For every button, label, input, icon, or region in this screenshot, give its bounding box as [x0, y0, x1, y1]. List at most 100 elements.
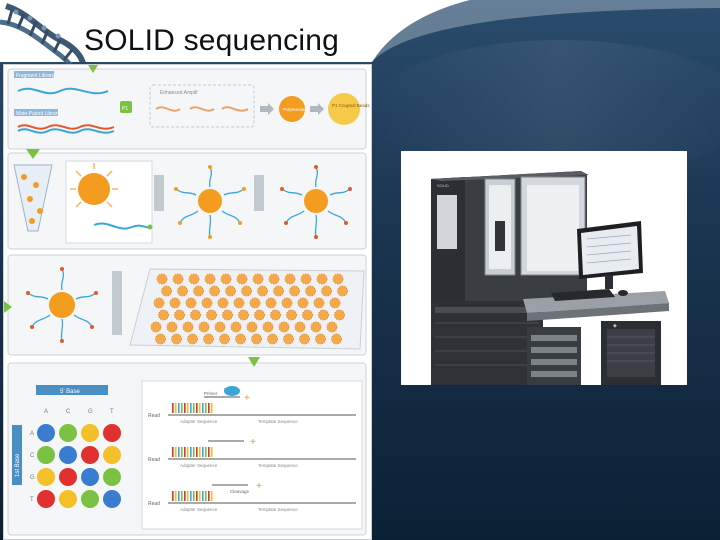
grid-color-dot — [81, 468, 99, 486]
array-bead — [169, 297, 181, 309]
array-bead — [185, 297, 197, 309]
grid-col-label: C — [66, 409, 71, 415]
grid-color-dot — [59, 424, 77, 442]
grid-color-dot — [59, 446, 77, 464]
read-tick — [199, 491, 201, 501]
array-bead — [241, 285, 252, 297]
array-bead — [201, 297, 213, 309]
read-tick — [208, 491, 210, 501]
read-tick — [193, 447, 195, 457]
polymerase-label: Polymerase — [283, 107, 307, 112]
array-bead — [331, 333, 342, 345]
read-tick — [202, 447, 204, 457]
array-bead — [251, 333, 262, 345]
array-bead — [219, 333, 230, 345]
read-tick — [181, 491, 183, 501]
read-tick — [193, 403, 195, 413]
array-bead — [297, 297, 309, 309]
read-tick — [208, 403, 210, 413]
cleavage-label: Cleavage — [230, 489, 250, 494]
read-tick — [175, 447, 177, 457]
read-tick — [211, 491, 213, 501]
read-tick — [202, 491, 204, 501]
read-tick — [187, 403, 189, 413]
primer-label: Primer — [204, 391, 218, 396]
read-tick — [199, 447, 201, 457]
grid-col-label: G — [88, 409, 93, 415]
read-tick — [175, 491, 177, 501]
read-tick — [196, 403, 198, 413]
array-bead — [150, 321, 162, 333]
array-bead — [286, 309, 297, 321]
array-bead — [315, 333, 326, 345]
read-tick — [205, 447, 207, 457]
read-tick — [196, 491, 198, 501]
probe-star-icon: + — [256, 481, 262, 492]
grid-color-dot — [81, 446, 99, 464]
array-bead — [214, 321, 226, 333]
step-tab: 5' Base — [60, 389, 80, 395]
array-bead — [249, 297, 261, 309]
array-bead — [190, 309, 201, 321]
read-tick — [187, 447, 189, 457]
beads-label: P1 Coupled Beads — [332, 103, 370, 108]
array-bead — [326, 321, 338, 333]
array-bead — [174, 309, 185, 321]
read-tick — [211, 447, 213, 457]
adapter-label: Enhanced Amplif — [160, 90, 198, 96]
array-bead — [156, 273, 168, 285]
array-bead — [217, 297, 229, 309]
array-bead — [254, 309, 265, 321]
array-bead — [332, 273, 344, 285]
bead-cluster-1 — [174, 165, 246, 239]
read-label: Read — [148, 501, 160, 507]
probe-star-icon: + — [250, 437, 256, 448]
array-bead — [337, 285, 348, 297]
grid-color-dot — [59, 468, 77, 486]
array-bead — [182, 321, 194, 333]
read-tick — [199, 403, 201, 413]
array-bead — [235, 333, 246, 345]
grid-color-dot — [103, 446, 121, 464]
array-bead — [321, 285, 332, 297]
template-seq-label: Template Sequence — [258, 463, 298, 468]
array-bead — [284, 273, 296, 285]
array-bead — [177, 285, 188, 297]
solid-workflow-figure: Fragment Library Mate-Paired Library P1 … — [3, 64, 372, 540]
array-bead — [281, 297, 293, 309]
array-bead — [236, 273, 248, 285]
array-bead — [161, 285, 172, 297]
array-bead — [233, 297, 245, 309]
read-tick — [178, 447, 180, 457]
template-seq-label: Template Sequence — [258, 507, 298, 512]
read-tick — [184, 403, 186, 413]
read-tick — [190, 447, 192, 457]
array-bead — [289, 285, 300, 297]
grid-col-label: T — [110, 409, 114, 415]
bead-cluster-3 — [26, 267, 98, 343]
array-bead — [316, 273, 328, 285]
template-seq-label: Template Sequence — [258, 419, 298, 424]
read-tick — [181, 403, 183, 413]
array-bead — [222, 309, 233, 321]
grid-color-dot — [103, 490, 121, 508]
read-tick — [187, 491, 189, 501]
read-tick — [184, 491, 186, 501]
grid-color-dot — [81, 424, 99, 442]
read-tick — [172, 403, 174, 413]
array-bead — [230, 321, 242, 333]
probe-star-icon: + — [244, 393, 250, 404]
array-bead — [278, 321, 290, 333]
array-bead — [270, 309, 281, 321]
side-label: 1st Base — [15, 453, 21, 477]
read-tick — [208, 447, 210, 457]
array-bead — [273, 285, 284, 297]
array-bead — [198, 321, 210, 333]
p1-label: P1 — [122, 106, 128, 112]
read-tick — [175, 403, 177, 413]
array-bead — [209, 285, 220, 297]
library-label-2: Mate-Paired Library — [16, 111, 60, 117]
array-bead — [329, 297, 341, 309]
